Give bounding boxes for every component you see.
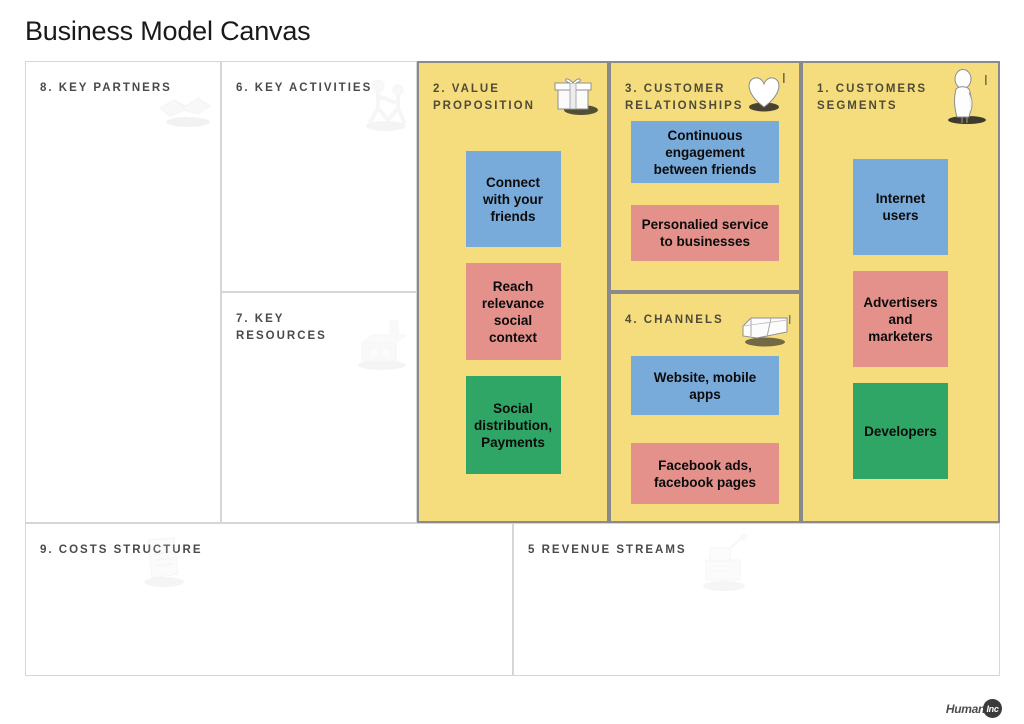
customer-relationships-cards: Continuous engagement between friends Pe… <box>611 121 799 261</box>
panel-cost-structure[interactable]: 9. COSTS STRUCTURE <box>25 523 513 676</box>
card-social-distribution-payments[interactable]: Social distribution, Payments <box>465 376 561 474</box>
panel-revenue-streams[interactable]: 5 REVENUE STREAMS <box>513 523 1000 676</box>
panel-key-resources[interactable]: 7. KEY RESOURCES <box>221 292 417 523</box>
panel-title-revenue-streams: 5 REVENUE STREAMS <box>528 544 687 556</box>
panel-title-key-resources: 7. KEY RESOURCES <box>236 313 327 342</box>
panel-title-value-proposition: 2. VALUE PROPOSITION <box>433 83 535 112</box>
card-advertisers-and-marketers[interactable]: Advertisers and marketers <box>853 271 948 367</box>
panel-key-partners[interactable]: 8. KEY PARTNERS <box>25 61 221 523</box>
papers-icon <box>134 532 192 590</box>
panel-title-customer-segments: 1. CUSTOMERS SEGMENTS <box>817 83 928 112</box>
cash-register-icon <box>692 532 754 594</box>
panel-customer-relationships[interactable]: 3. CUSTOMER RELATIONSHIPS Continuous eng… <box>609 61 801 292</box>
panel-title-cost-structure: 9. COSTS STRUCTURE <box>40 544 203 556</box>
page-title: Business Model Canvas <box>25 16 311 46</box>
panel-title-key-activities: 6. KEY ACTIVITIES <box>236 82 373 94</box>
brand-badge: Inc <box>983 699 1002 718</box>
customer-segments-cards: Internet users Advertisers and marketers… <box>803 159 998 479</box>
canvas-grid: 8. KEY PARTNERS 6. KEY ACTIVITIES <box>25 61 1000 676</box>
value-proposition-cards: Connect with your friends Reach relevanc… <box>419 151 607 474</box>
panel-key-activities[interactable]: 6. KEY ACTIVITIES <box>221 61 417 292</box>
card-continuous-engagement[interactable]: Continuous engagement between friends <box>631 121 779 183</box>
card-developers[interactable]: Developers <box>853 383 948 479</box>
card-website-mobile-apps[interactable]: Website, mobile apps <box>631 356 779 415</box>
panel-title-customer-relationships: 3. CUSTOMER RELATIONSHIPS <box>625 83 744 112</box>
card-reach-relevance-social-context[interactable]: Reach relevance social context <box>465 263 561 360</box>
card-personalied-service-businesses[interactable]: Personalied service to businesses <box>631 205 779 261</box>
panel-customer-segments[interactable]: 1. CUSTOMERS SEGMENTS Internet users Adv… <box>801 61 1000 523</box>
panel-title-key-partners: 8. KEY PARTNERS <box>40 82 172 94</box>
brand-name: Human <box>945 701 985 716</box>
panel-title-channels: 4. CHANNELS <box>625 314 724 326</box>
panel-channels[interactable]: 4. CHANNELS Website, mobile apps Faceboo… <box>609 292 801 523</box>
card-facebook-ads-pages[interactable]: Facebook ads, facebook pages <box>631 443 779 504</box>
card-connect-with-friends[interactable]: Connect with your friends <box>465 151 561 247</box>
channels-cards: Website, mobile apps Facebook ads, faceb… <box>611 356 799 504</box>
card-internet-users[interactable]: Internet users <box>853 159 948 255</box>
panel-value-proposition[interactable]: 2. VALUE PROPOSITION Connect with your f… <box>417 61 609 523</box>
brand-logo: Human Inc <box>946 699 1002 718</box>
truck-icon <box>737 306 793 350</box>
